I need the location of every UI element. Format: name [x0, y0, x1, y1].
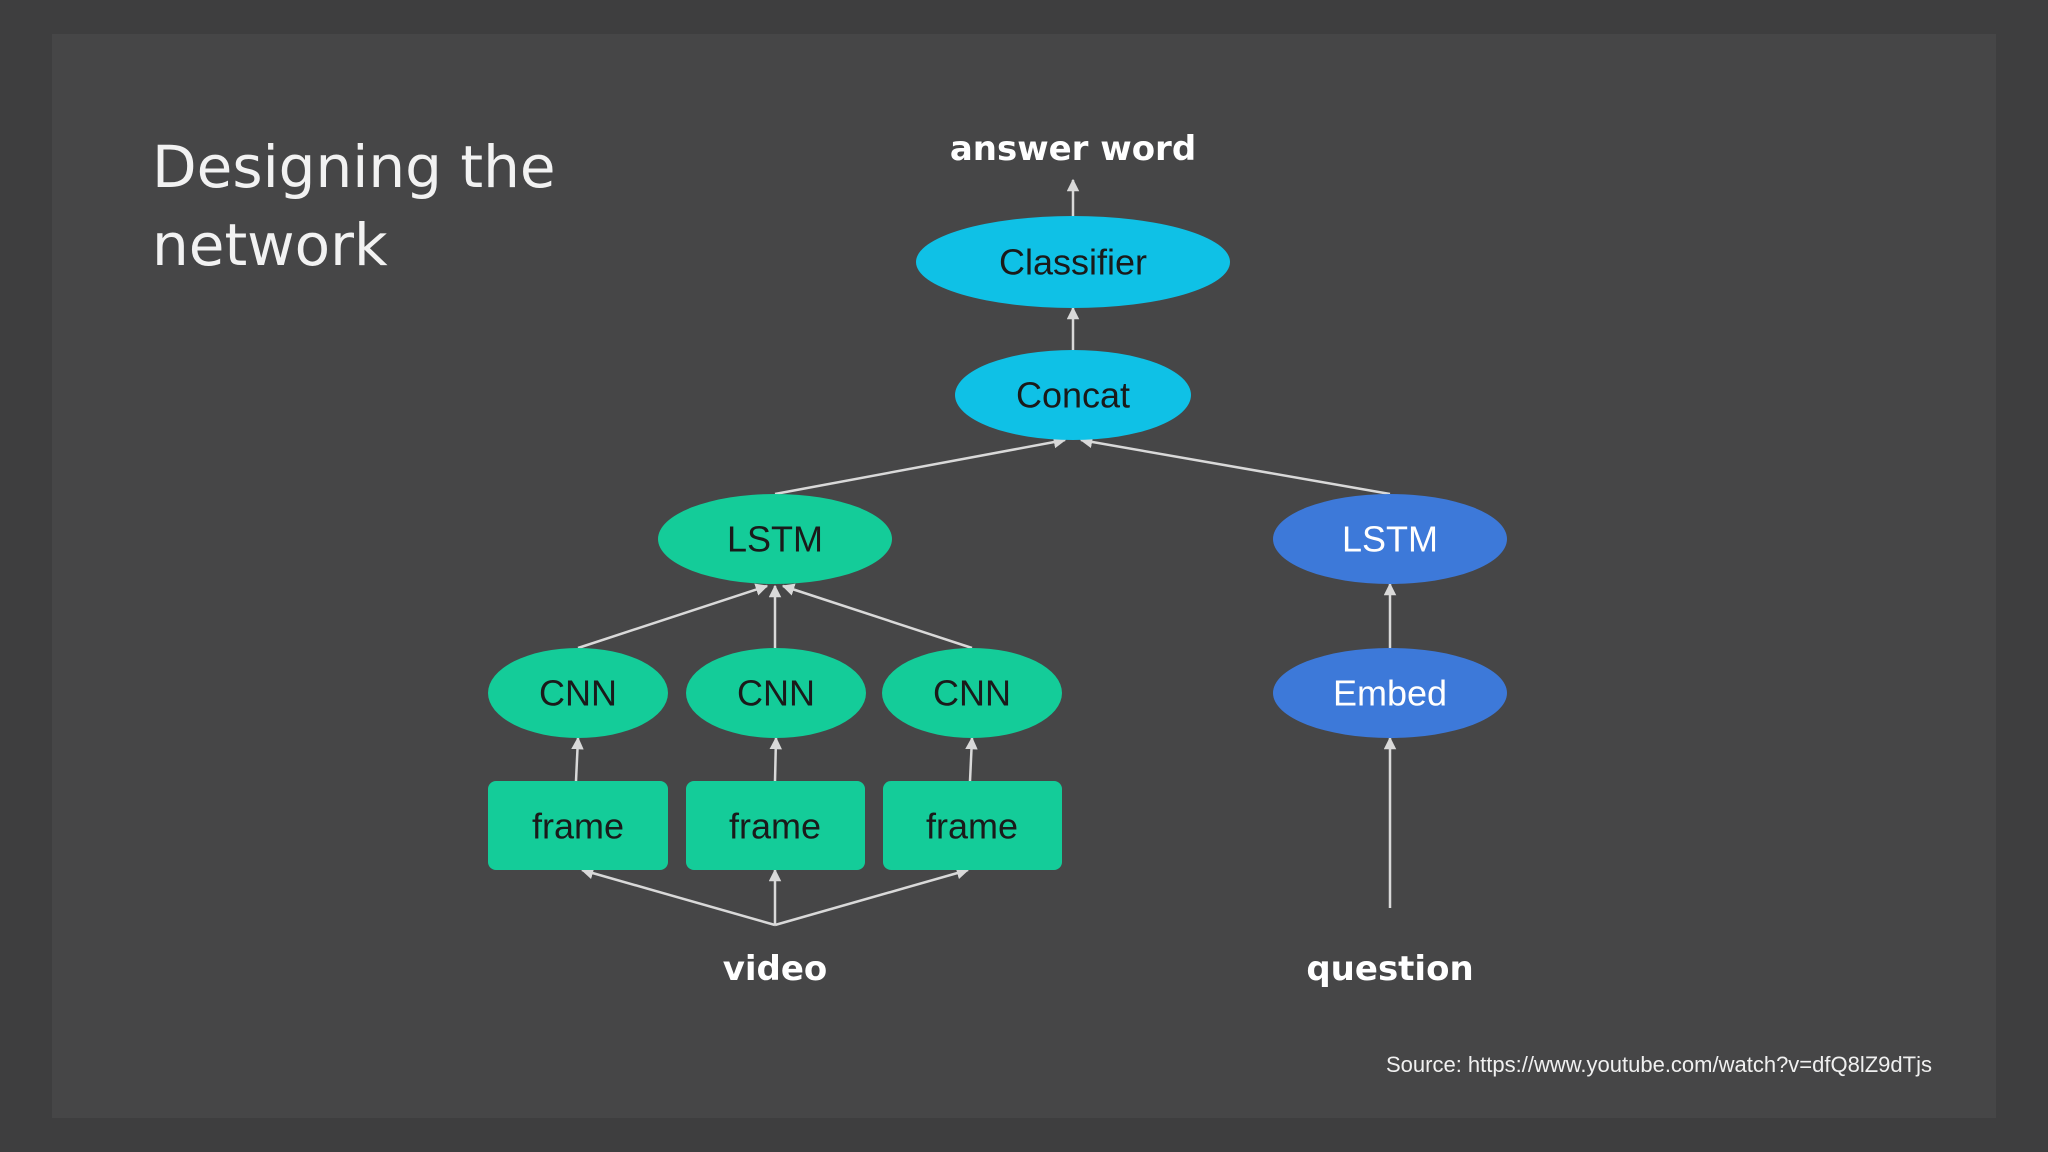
edge-frame-1-to-cnn [571, 736, 584, 782]
edge-video-to-frame-1 [580, 867, 776, 927]
frame-node-3: frame [883, 781, 1062, 870]
frame-node-1-label: frame [532, 806, 624, 847]
video-lstm-node: LSTM [658, 494, 892, 584]
edge-question-lstm-to-concat [1079, 435, 1391, 496]
frame-node-1: frame [488, 781, 668, 870]
video-input-label: video [723, 949, 828, 989]
frame-node-1-shape [488, 781, 668, 870]
edge-video-lstm-to-concat [774, 435, 1067, 496]
classifier-node-label: Classifier [999, 242, 1147, 283]
question-input-label: question [1306, 949, 1473, 989]
embed-node-label: Embed [1333, 673, 1447, 714]
slide-title: Designing the network [152, 128, 556, 284]
edge-frame-2-to-cnn [769, 736, 782, 782]
classifier-node-shape [916, 216, 1230, 308]
frame-node-3-label: frame [926, 806, 1018, 847]
cnn-node-1-shape [488, 648, 668, 738]
cnn-node-3-shape [882, 648, 1062, 738]
cnn-node-3-label: CNN [933, 673, 1011, 714]
cnn-node-2: CNN [686, 648, 866, 738]
slide-title-line-2: network [152, 211, 388, 279]
concat-node: Concat [955, 350, 1191, 440]
concat-node-label: Concat [1016, 375, 1130, 416]
embed-node-shape [1273, 648, 1507, 738]
video-lstm-node-shape [658, 494, 892, 584]
cnn-node-2-shape [686, 648, 866, 738]
question-lstm-node-shape [1273, 494, 1507, 584]
cnn-node-3: CNN [882, 648, 1062, 738]
source-note: Source: https://www.youtube.com/watch?v=… [1386, 1052, 1932, 1077]
slide-title-line-1: Designing the [152, 133, 556, 201]
cnn-node-1: CNN [488, 648, 668, 738]
cnn-node-2-label: CNN [737, 673, 815, 714]
embed-node: Embed [1273, 648, 1507, 738]
question-lstm-node: LSTM [1273, 494, 1507, 584]
question-lstm-node-label: LSTM [1342, 519, 1438, 560]
edge-cnn-3-to-lstm [781, 583, 973, 650]
video-lstm-node-label: LSTM [727, 519, 823, 560]
edge-cnn-1-to-lstm [577, 583, 769, 650]
frame-node-2-label: frame [729, 806, 821, 847]
frame-node-2: frame [686, 781, 865, 870]
classifier-node: Classifier [916, 216, 1230, 308]
answer-word-label: answer word [950, 129, 1196, 169]
concat-node-shape [955, 350, 1191, 440]
edge-video-to-frame-3 [774, 867, 970, 927]
frame-node-3-shape [883, 781, 1062, 870]
cnn-node-1-label: CNN [539, 673, 617, 714]
frame-node-2-shape [686, 781, 865, 870]
slide-panel [52, 34, 1996, 1118]
edge-frame-3-to-cnn [965, 736, 978, 782]
diagram-edges [571, 178, 1397, 927]
